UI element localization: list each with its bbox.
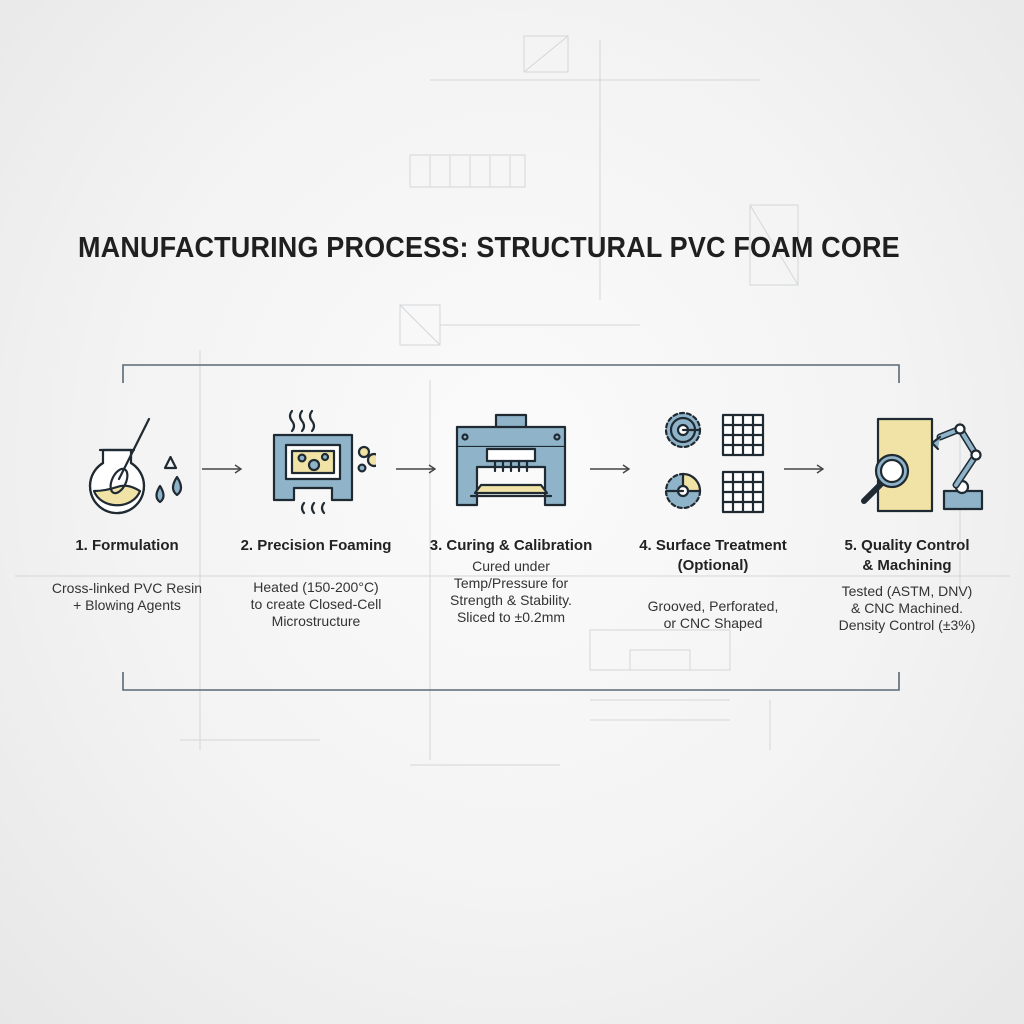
magnifier-robot-arm-icon	[861, 417, 984, 513]
step-description: Cured under Temp/Pressure for Strength &…	[450, 558, 572, 625]
arrow-right-icon	[396, 464, 437, 474]
page-title: MANUFACTURING PROCESS: STRUCTURAL PVC FO…	[78, 232, 900, 264]
step-description: Tested (ASTM, DNV) & CNC Machined. Densi…	[838, 583, 976, 633]
step-description: Cross-linked PVC Resin + Blowing Agents	[51, 580, 203, 613]
step-description: Grooved, Perforated, or CNC Shaped	[647, 598, 779, 631]
flask-whisk-icon	[88, 417, 183, 515]
step-title: 1. Formulation	[75, 537, 179, 554]
step-title: 2. Precision Foaming	[240, 537, 392, 554]
step-title: 4. Surface Treatment (Optional)	[639, 537, 787, 574]
step-title: 3. Curing & Calibration	[429, 537, 593, 554]
step-description: Heated (150-200°C) to create Closed-Cell…	[250, 579, 382, 629]
arrow-right-icon	[202, 464, 243, 474]
arrow-right-icon	[590, 464, 631, 474]
press-icon	[455, 413, 567, 507]
saw-grid-icon	[664, 411, 765, 514]
step-title: 5. Quality Control & Machining	[844, 537, 970, 574]
foaming-oven-icon	[272, 409, 376, 515]
arrow-right-icon	[784, 464, 825, 474]
